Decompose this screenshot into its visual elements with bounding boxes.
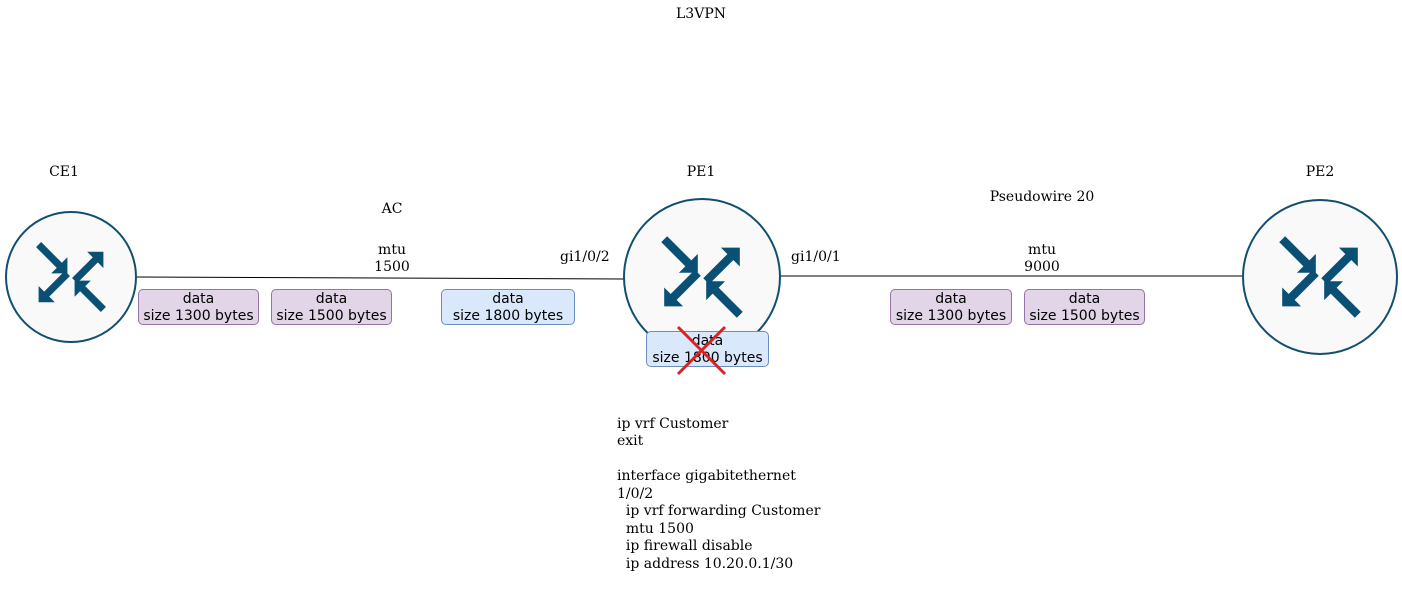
pe2-router-icon: [1242, 199, 1398, 355]
ce1-router-icon: [5, 211, 137, 343]
config-line: ip firewall disable: [617, 538, 753, 554]
ac-mtu-label: mtu: [378, 242, 406, 258]
pe1-interface-left: gi1/0/2: [560, 249, 610, 265]
pe1-interface-right: gi1/0/1: [791, 249, 841, 265]
config-line: [617, 451, 820, 469]
config-line: mtu 1500: [617, 520, 694, 537]
config-line: 1/0/2: [617, 485, 654, 502]
pe2-label: PE2: [1305, 164, 1335, 180]
ac-link-label: AC: [381, 201, 403, 217]
config-line: exit: [617, 433, 644, 449]
ac-mtu-value: 1500: [374, 259, 410, 275]
config-line: ip vrf forwarding Customer: [617, 503, 821, 519]
pseudowire-mtu-value: 9000: [1024, 259, 1060, 275]
pseudowire-mtu-label: mtu: [1028, 242, 1056, 258]
ce1-label: CE1: [49, 164, 79, 180]
config-line: ip vrf Customer: [617, 415, 729, 432]
diagram-canvas: [5, 198, 1398, 356]
config-line: ip address 10.20.0.1/30: [617, 555, 794, 572]
pe1-label: PE1: [686, 164, 716, 180]
ac-link-line: [136, 276, 625, 280]
pseudowire-label: Pseudowire 20: [989, 189, 1095, 205]
diagram-title: L3VPN: [676, 6, 726, 22]
config-line: interface gigabitethernet: [617, 468, 796, 484]
